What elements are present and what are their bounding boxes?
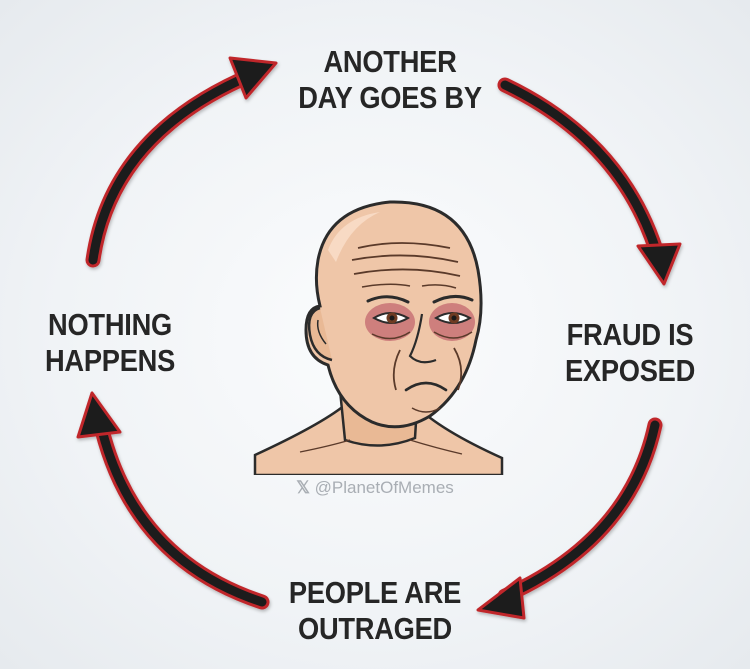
tired-face-illustration — [240, 190, 510, 477]
step-label-line: HAPPENS — [44, 343, 176, 378]
step-label-fraud-exposed: FRAUD IS EXPOSED — [542, 317, 718, 389]
step-label-line: PEOPLE ARE — [288, 575, 462, 610]
arrow-outraged-to-nothing — [76, 391, 270, 610]
step-label-line: DAY GOES BY — [298, 80, 482, 115]
watermark-handle: @PlanetOfMemes — [314, 478, 454, 497]
step-label-line: ANOTHER — [323, 44, 457, 79]
x-logo-icon: 𝕏 — [296, 478, 310, 497]
watermark: 𝕏 @PlanetOfMemes — [265, 478, 485, 498]
step-label-line: FRAUD IS — [566, 317, 694, 352]
step-label-people-outraged: PEOPLE ARE OUTRAGED — [265, 575, 485, 647]
arrow-nothing-to-day — [85, 56, 278, 268]
step-label-line: EXPOSED — [564, 353, 696, 388]
arrow-fraud-to-outraged — [476, 417, 663, 620]
arrow-day-to-fraud — [497, 77, 682, 286]
step-label-line: NOTHING — [48, 307, 172, 342]
step-label-nothing-happens: NOTHING HAPPENS — [22, 307, 198, 379]
step-label-another-day: ANOTHER DAY GOES BY — [280, 44, 500, 116]
step-label-line: OUTRAGED — [298, 611, 452, 646]
tired-face-icon — [253, 200, 504, 477]
